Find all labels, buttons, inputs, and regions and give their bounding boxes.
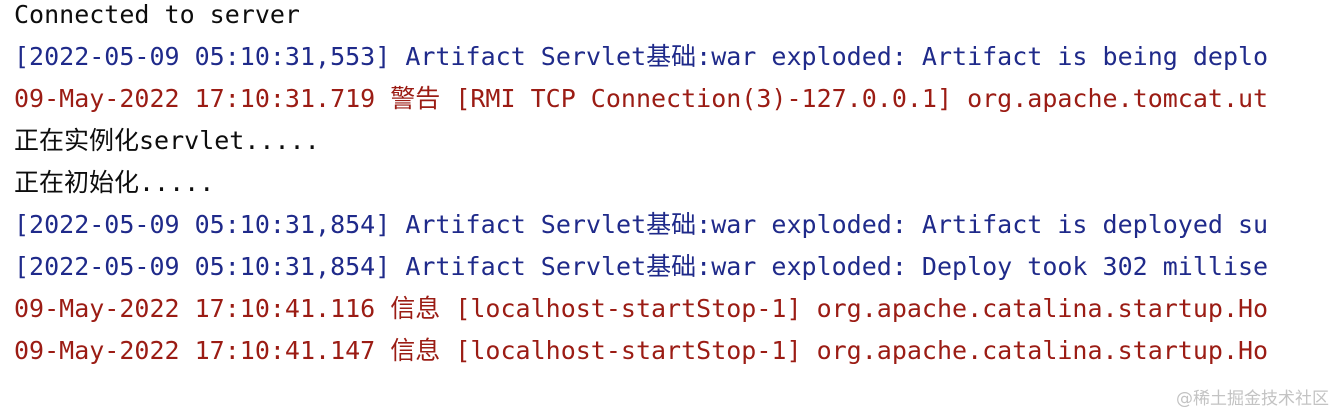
console-line-artifact-deploying: [2022-05-09 05:10:31,553] Artifact Servl… — [14, 42, 1269, 71]
console-line-connected: Connected to server — [14, 0, 300, 29]
console-line-info-2: 09-May-2022 17:10:41.147 信息 [localhost-s… — [14, 336, 1269, 365]
console-line-deploy-took: [2022-05-09 05:10:31,854] Artifact Servl… — [14, 252, 1269, 281]
console-line-warning: 09-May-2022 17:10:31.719 警告 [RMI TCP Con… — [14, 84, 1269, 113]
console-line-instantiating: 正在实例化servlet..... — [14, 126, 320, 155]
watermark: @稀土掘金技术社区 — [1176, 389, 1329, 409]
console-line-initializing: 正在初始化..... — [14, 168, 215, 197]
console-line-info-1: 09-May-2022 17:10:41.116 信息 [localhost-s… — [14, 294, 1269, 323]
console-line-artifact-deployed: [2022-05-09 05:10:31,854] Artifact Servl… — [14, 210, 1269, 239]
